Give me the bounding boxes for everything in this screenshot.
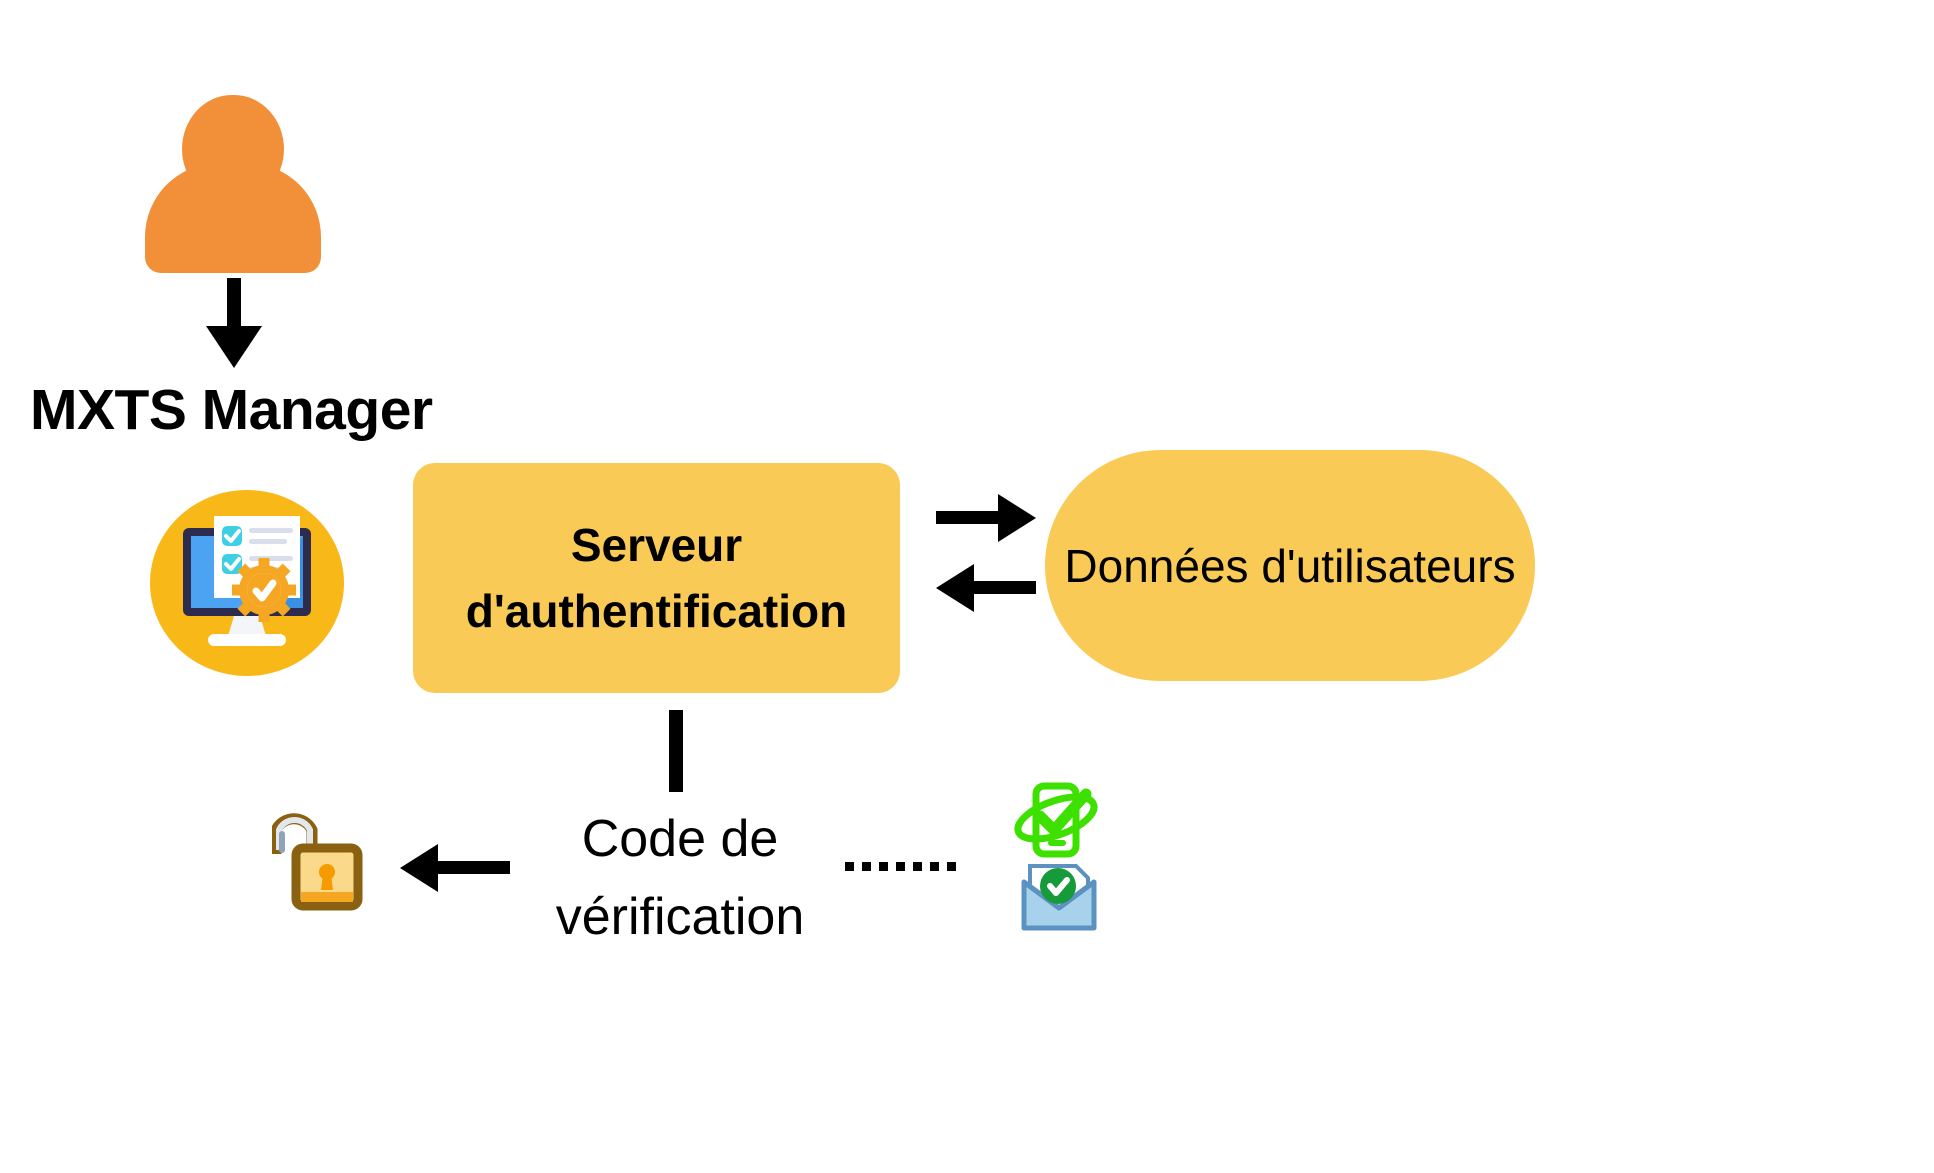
arrow-server-to-data xyxy=(936,494,1036,542)
arrow-shaft xyxy=(227,278,241,334)
arrow-user-to-manager xyxy=(206,278,262,368)
page-title: MXTS Manager xyxy=(30,378,433,442)
arrow-data-to-server xyxy=(936,564,1036,612)
arrow-shaft xyxy=(936,511,1006,524)
envelope-verification-check-icon xyxy=(1020,860,1098,932)
verification-code-label: Code de vérification xyxy=(500,800,860,956)
user-data-node: Données d'utilisateurs xyxy=(1045,450,1535,681)
auth-server-node: Serveur d'authentification xyxy=(413,463,900,693)
user-person-icon xyxy=(145,95,321,273)
unlocked-padlock-icon xyxy=(270,800,368,912)
phone-verification-check-icon xyxy=(1014,782,1098,864)
dotted-line-code-to-devices xyxy=(845,862,957,871)
line-server-to-code xyxy=(669,710,683,792)
arrow-head xyxy=(206,326,262,368)
auth-server-label: Serveur d'authentification xyxy=(465,519,848,637)
arrow-shaft xyxy=(432,861,510,874)
arrow-head xyxy=(400,844,438,892)
monitor-checklist-gear-icon xyxy=(150,490,344,676)
user-body-shape xyxy=(145,163,321,273)
arrow-shaft xyxy=(966,581,1036,594)
arrow-code-to-padlock xyxy=(400,844,510,892)
verification-code-line-1: Code de xyxy=(581,810,779,868)
verification-code-line-2: vérification xyxy=(555,888,805,946)
arrow-head xyxy=(998,494,1036,542)
user-data-label: Données d'utilisateurs xyxy=(1064,539,1516,592)
